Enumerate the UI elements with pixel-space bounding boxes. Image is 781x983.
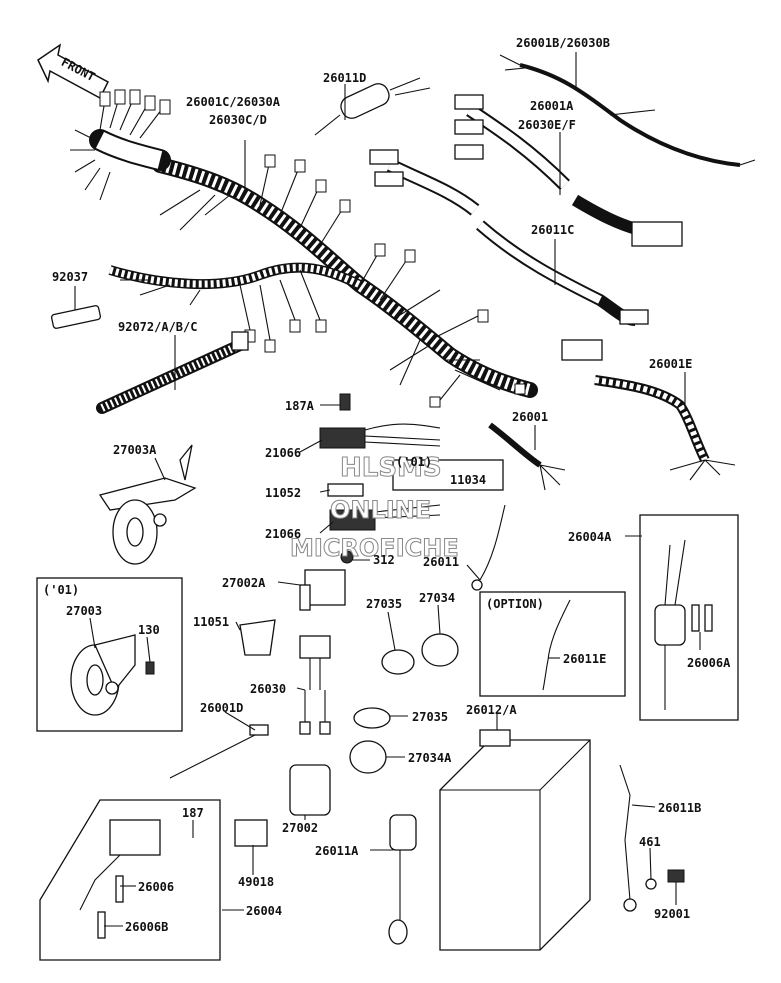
harness-26001D	[169, 724, 269, 779]
box-01-27003	[36, 577, 183, 732]
box-caption-option: (OPTION)	[486, 597, 544, 611]
relay-49018	[234, 819, 268, 847]
label-187: 187	[182, 806, 204, 820]
part-92037	[50, 305, 102, 329]
label-27035-a: 27035	[366, 597, 402, 611]
bracket-11052	[327, 483, 364, 497]
label-92037: 92037	[52, 270, 88, 284]
cable-26011A	[388, 814, 417, 945]
label-27003A: 27003A	[113, 443, 157, 457]
box-26004	[39, 799, 221, 961]
washer-461	[645, 878, 657, 890]
label-26012: 26012/A	[466, 703, 517, 717]
label-26006: 26006	[138, 880, 174, 894]
label-26011B: 26011B	[658, 801, 701, 815]
svg-text:MICROFICHE: MICROFICHE	[290, 534, 459, 562]
leader-lines	[74, 52, 701, 927]
label-26011D: 26011D	[323, 71, 366, 85]
label-26030EF: 26030E/F	[518, 118, 576, 132]
label-21066-b: 21066	[265, 527, 301, 541]
label-11051: 11051	[193, 615, 229, 629]
label-312: 312	[373, 553, 395, 567]
box-26004A	[639, 514, 739, 721]
box-caption-01-b: ('01)	[396, 455, 432, 469]
label-27034: 27034	[419, 591, 455, 605]
label-187A: 187A	[285, 399, 315, 413]
label-26004: 26004	[246, 904, 282, 918]
label-27002A: 27002A	[222, 576, 266, 590]
label-26030: 26030	[250, 682, 286, 696]
harness-26001B	[499, 54, 756, 167]
label-130: 130	[138, 623, 160, 637]
label-92001: 92001	[654, 907, 690, 921]
fuse-block-21066	[319, 423, 441, 531]
relay-27002	[289, 764, 331, 816]
box-caption-01-a: ('01)	[43, 583, 79, 597]
label-26001C: 26001C/26030A	[186, 95, 281, 109]
nut-312	[340, 550, 354, 564]
box-option-26011E	[479, 591, 626, 697]
label-21066-a: 21066	[265, 446, 301, 460]
bracket-11051	[239, 619, 276, 656]
label-27035-b: 27035	[412, 710, 448, 724]
bolt-187A	[339, 393, 351, 411]
label-27003: 27003	[66, 604, 102, 618]
label-26001D: 26001D	[200, 701, 243, 715]
watermark: HLSMS ONLINE MICROFICHE	[290, 453, 460, 563]
box-01-11034	[392, 459, 504, 491]
harness-26001	[488, 422, 566, 491]
cable-tie-92072	[96, 331, 249, 414]
relay-27002A	[299, 569, 346, 611]
clamp-27035	[353, 649, 415, 729]
label-11034: 11034	[450, 473, 486, 487]
label-27034A: 27034A	[408, 751, 452, 765]
label-26030CD: 26030C/D	[209, 113, 267, 127]
part-labels: 26001B/26030B 26011D 26001C/26030A 26030…	[52, 36, 731, 934]
label-92072: 92072/A/B/C	[118, 320, 197, 334]
label-26006A: 26006A	[687, 656, 731, 670]
svg-text:HLSMS: HLSMS	[340, 453, 442, 483]
connector-26030	[299, 635, 331, 735]
label-26001A: 26001A	[530, 99, 574, 113]
harness-26001A	[454, 94, 683, 247]
label-26001: 26001	[512, 410, 548, 424]
label-27002: 27002	[282, 821, 318, 835]
label-26001E: 26001E	[649, 357, 692, 371]
label-26004A: 26004A	[568, 530, 612, 544]
main-harness	[70, 89, 538, 408]
cable-26011B	[619, 764, 637, 912]
harness-26011C	[369, 149, 649, 326]
label-26011C: 26011C	[531, 223, 574, 237]
harness-26011D	[314, 77, 431, 136]
front-arrow-icon: FRONT	[37, 43, 109, 100]
bolt-92001	[667, 869, 685, 883]
buzzer-27034	[349, 633, 459, 774]
label-26006B: 26006B	[125, 920, 168, 934]
battery-26012	[439, 729, 591, 951]
label-26011: 26011	[423, 555, 459, 569]
horn-27003A	[98, 444, 197, 565]
label-49018: 49018	[238, 875, 274, 889]
svg-text:ONLINE: ONLINE	[330, 496, 431, 524]
label-26011A: 26011A	[315, 844, 359, 858]
label-26001B: 26001B/26030B	[516, 36, 610, 50]
label-461: 461	[639, 835, 661, 849]
harness-26001E	[561, 339, 736, 481]
cable-26011	[471, 504, 506, 591]
label-26011E: 26011E	[563, 652, 606, 666]
label-11052: 11052	[265, 486, 301, 500]
